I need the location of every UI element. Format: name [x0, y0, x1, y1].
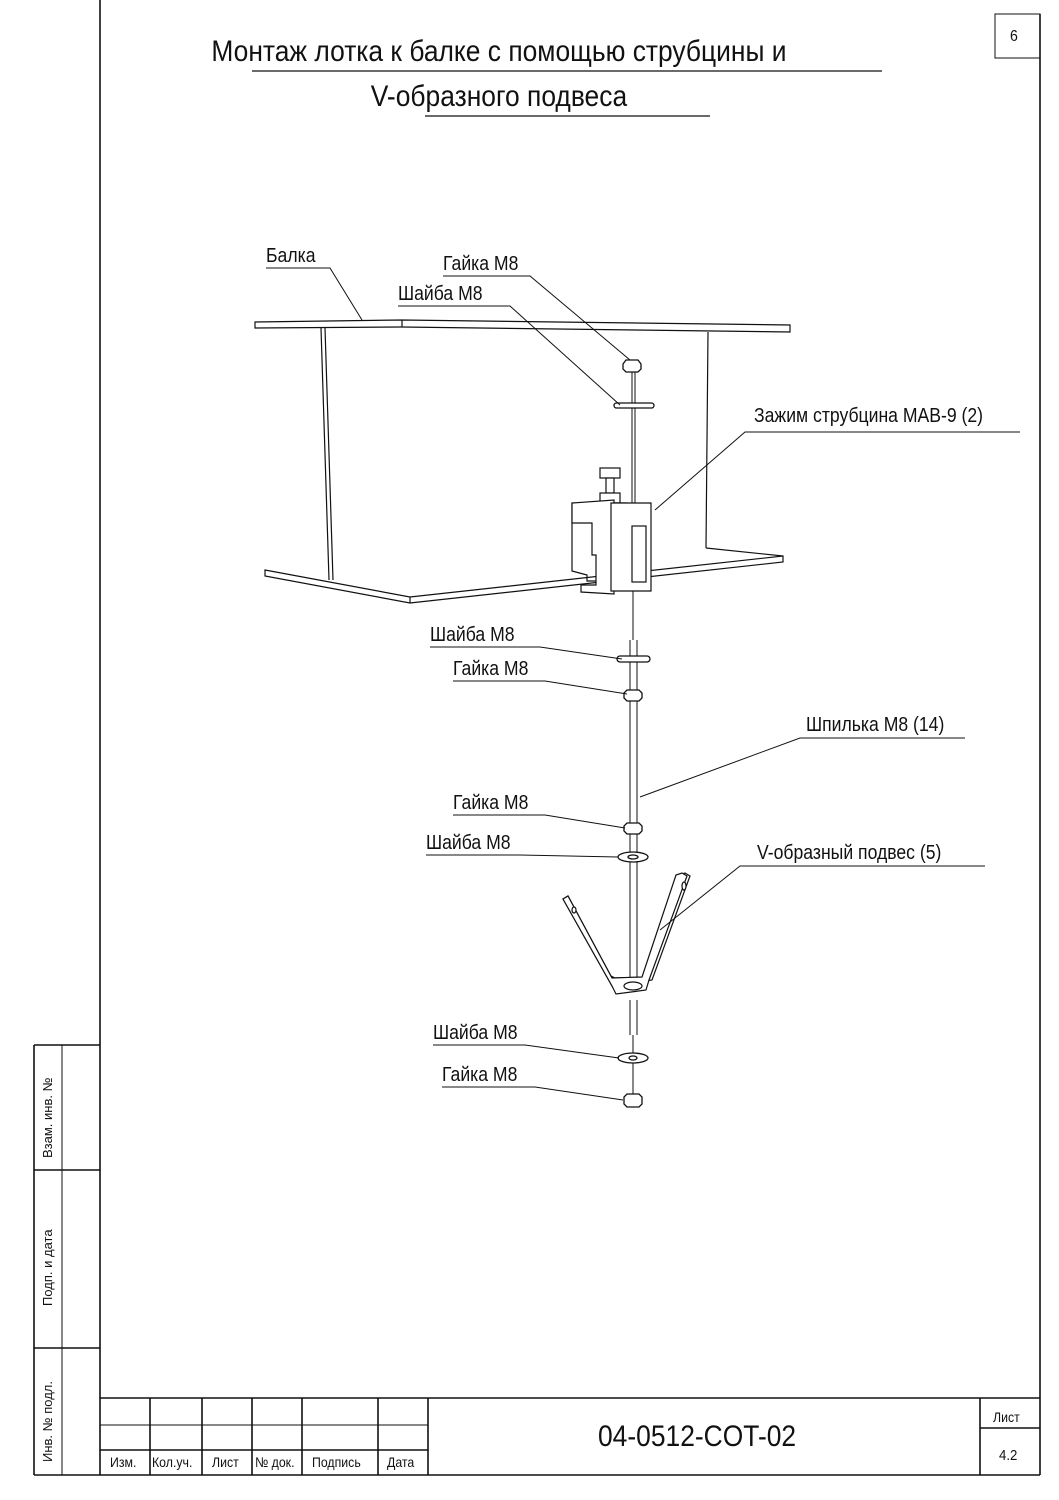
- bottom-fasteners-drawing: [617, 1052, 649, 1108]
- leader-lines: [266, 267, 1020, 1101]
- clamp-drawing: [571, 467, 652, 595]
- label-nut-3: Гайка М8: [453, 792, 529, 814]
- tb-sheet-value: 4.2: [999, 1447, 1018, 1464]
- middle-fasteners-drawing: [616, 655, 651, 863]
- label-v-hanger: V-образный подвес (5): [757, 842, 942, 864]
- tb-col-date: Дата: [387, 1454, 415, 1470]
- side-inv-orig: Инв. № подл.: [40, 1381, 55, 1462]
- tb-col-sign: Подпись: [312, 1454, 361, 1470]
- label-clamp: Зажим струбцина MAB-9 (2): [754, 405, 984, 427]
- label-washer-bottom: Шайба М8: [433, 1022, 518, 1044]
- label-beam: Балка: [266, 245, 316, 267]
- drawing-frame: [33, 0, 1041, 1476]
- v-hanger-drawing: [562, 872, 691, 995]
- label-nut-top: Гайка М8: [443, 253, 519, 275]
- tb-col-list: Лист: [212, 1454, 239, 1470]
- label-nut-bottom: Гайка М8: [442, 1064, 518, 1086]
- beam-drawing: [254, 319, 791, 604]
- nut-top-drawing: [613, 359, 655, 409]
- tb-sheet-label: Лист: [993, 1409, 1020, 1425]
- label-stud: Шпилька М8 (14): [806, 714, 945, 736]
- tb-col-koluch: Кол.уч.: [152, 1454, 193, 1470]
- side-replace-inv: Взам. инв. №: [40, 1077, 55, 1158]
- side-sign-date: Подп. и дата: [40, 1229, 55, 1306]
- label-washer-2: Шайба М8: [430, 624, 515, 646]
- page-title-line2: V-образного подвеса: [370, 80, 628, 113]
- page-title-line1: Монтаж лотка к балке с помощью струбцины…: [211, 35, 787, 68]
- tb-col-doc: № док.: [255, 1454, 295, 1470]
- sheet-number: 6: [1010, 28, 1018, 45]
- label-washer-3: Шайба М8: [426, 832, 511, 854]
- label-nut-2: Гайка М8: [453, 658, 529, 680]
- doc-code: 04-0512-COT-02: [598, 1420, 797, 1453]
- tb-col-izm: Изм.: [110, 1454, 137, 1470]
- label-washer-top: Шайба М8: [398, 283, 483, 305]
